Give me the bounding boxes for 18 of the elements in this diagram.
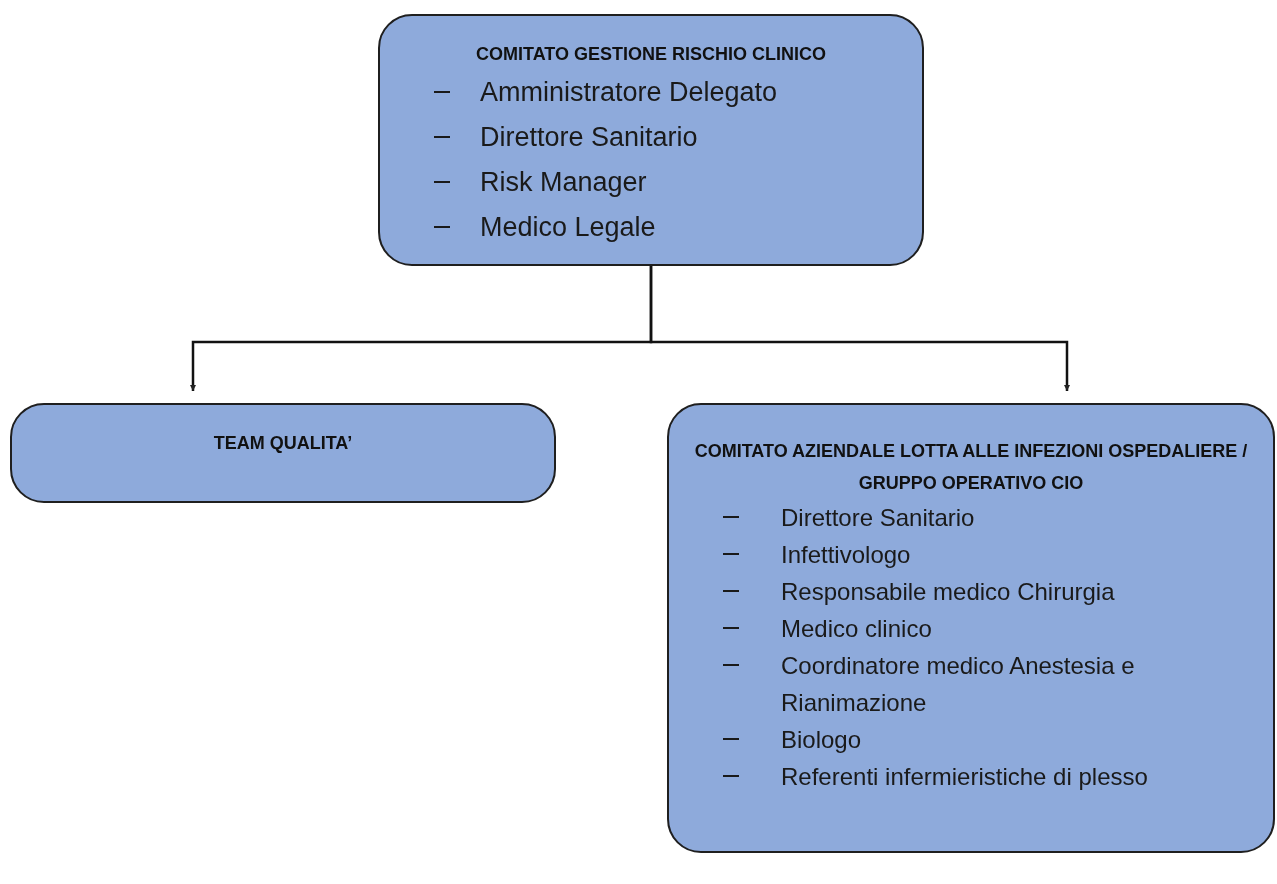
member-text: Infettivologo [781,541,911,568]
org-box [378,14,924,266]
member-text: Risk Manager [480,167,647,197]
member-text: Direttore Sanitario [781,504,975,531]
org-box [10,403,556,503]
member-text: Coordinatore medico Anestesia e Rianimazione [781,652,1135,716]
box-heading: COMITATO GESTIONE RISCHIO CLINICO [475,43,827,66]
member-text: Direttore Sanitario [480,122,698,152]
member-text: Referenti infermieristiche di plesso [781,763,1148,790]
org-box [667,403,1275,853]
box-heading: TEAM QUALITA’ [212,432,354,455]
member-text: Responsabile medico Chirurgia [781,578,1115,605]
member-text: Biologo [781,726,862,753]
member-text: Medico clinico [781,615,932,642]
member-text: Amministratore Delegato [480,77,778,107]
connector-arrow [649,266,1070,391]
box-heading: COMITATO AZIENDALE LOTTA ALLE INFEZIONI OSPEDALIERE / GRUPPO OPERATIVO CIO [693,440,1249,495]
member-text: Medico Legale [480,212,656,242]
